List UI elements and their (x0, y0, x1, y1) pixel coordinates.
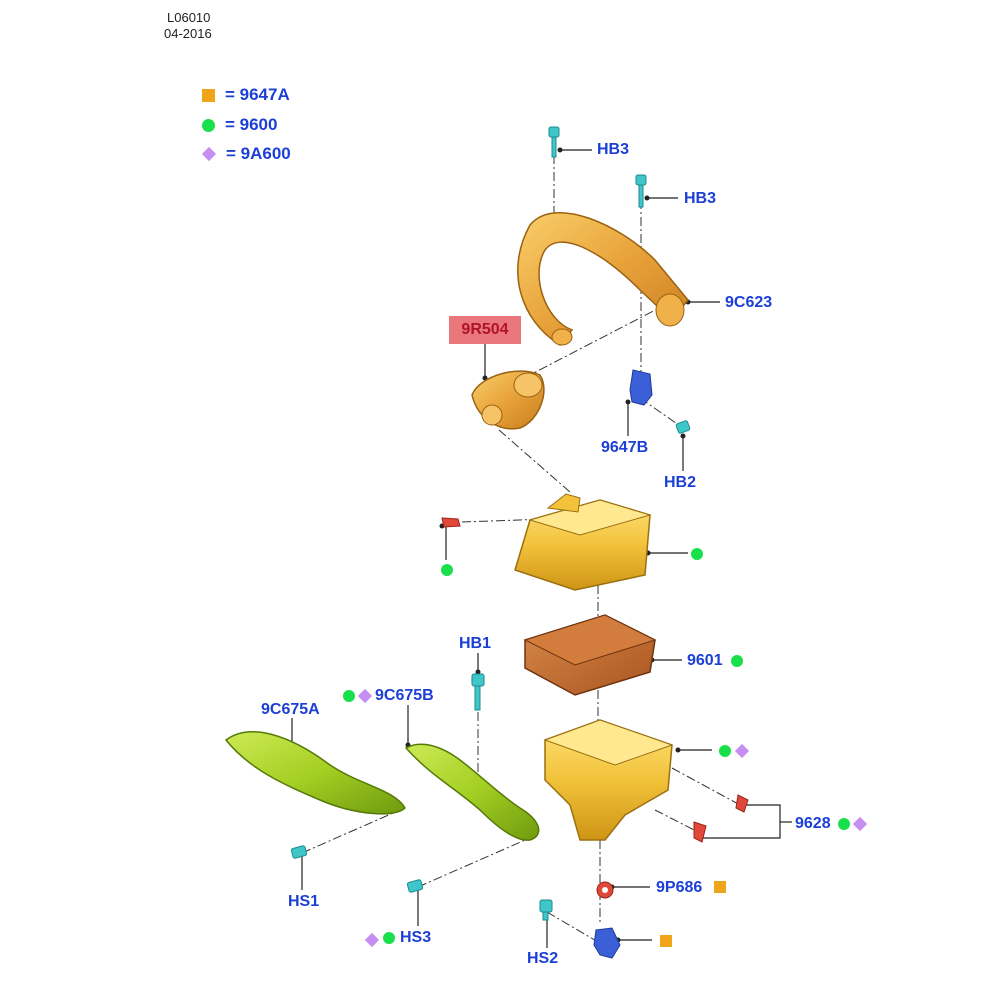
fastener-hb2 (675, 420, 691, 434)
figure-date: 04-2016 (164, 26, 212, 41)
air-filter-9601 (523, 614, 657, 696)
grommet-9p686 (596, 881, 614, 899)
highlight-9r504: 9R504 (449, 316, 521, 344)
marker-9600-9628 (838, 818, 850, 830)
duct-9c675a (224, 731, 406, 815)
clip-upper-housing (441, 517, 461, 528)
lower-housing (543, 719, 674, 841)
marker-9600-clip (441, 564, 453, 576)
figure-id: L06010 (167, 10, 211, 25)
callout-leader (442, 525, 447, 560)
square-icon (202, 88, 215, 102)
label-hb1: HB1 (459, 635, 492, 652)
marker-9647a-bracket (660, 935, 672, 947)
label-hs3: HS3 (400, 929, 432, 946)
marker-9600-duct (343, 690, 355, 702)
leader-line (639, 397, 684, 429)
circle-icon (202, 118, 215, 132)
leader-line (671, 767, 741, 806)
legend-label: = 9647A (225, 85, 290, 104)
fastener-hs1 (290, 845, 308, 859)
label-hs2: HS2 (527, 950, 559, 967)
leader-line (498, 429, 571, 493)
label-hb2: HB2 (664, 474, 697, 491)
label-9c675a: 9C675A (261, 701, 320, 718)
fastener-hb3-second (635, 174, 647, 208)
label-9647b: 9647B (601, 439, 649, 456)
resonator-9r504 (471, 370, 545, 430)
marker-9600-filter (731, 655, 743, 667)
fastener-hs3 (406, 879, 424, 893)
label-9628: 9628 (795, 815, 831, 832)
leader-line (417, 836, 533, 888)
legend-label: = 9A600 (226, 144, 291, 163)
leader-line (301, 809, 401, 854)
legend-label: = 9600 (225, 115, 278, 134)
label-hb3-second: HB3 (684, 190, 717, 207)
label-9p686: 9P686 (656, 879, 703, 896)
label-9601: 9601 (687, 652, 723, 669)
legend-item-9600: = 9600 (201, 115, 277, 135)
label-9r504: 9R504 (461, 321, 509, 338)
legend-item-9a600: = 9A600 (201, 144, 291, 164)
upper-housing (514, 493, 652, 591)
marker-9600-hs3 (383, 932, 395, 944)
duct-9c675b (404, 743, 540, 841)
leader-line (523, 304, 666, 379)
label-hb3-top: HB3 (597, 141, 630, 158)
bracket-9647a (593, 927, 621, 959)
fastener-hb1 (471, 673, 485, 711)
leader-line (546, 911, 599, 943)
marker-9600-lower-housing (719, 745, 731, 757)
marker-9647a-9p686 (714, 881, 726, 893)
label-hs1: HS1 (288, 893, 320, 910)
label-9c675b: 9C675B (375, 687, 434, 704)
legend-item-9647a: = 9647A (201, 85, 290, 105)
clip-9628-lower (693, 821, 707, 843)
label-9c623: 9C623 (725, 294, 773, 311)
marker-9600-upper-housing (691, 548, 703, 560)
bracket-9647b (629, 369, 653, 406)
leader-line (654, 809, 699, 833)
clip-9628-upper (735, 794, 749, 813)
fastener-hs2 (539, 899, 553, 921)
fastener-hb3-top (548, 126, 560, 158)
air-tube-9c623 (517, 211, 689, 346)
